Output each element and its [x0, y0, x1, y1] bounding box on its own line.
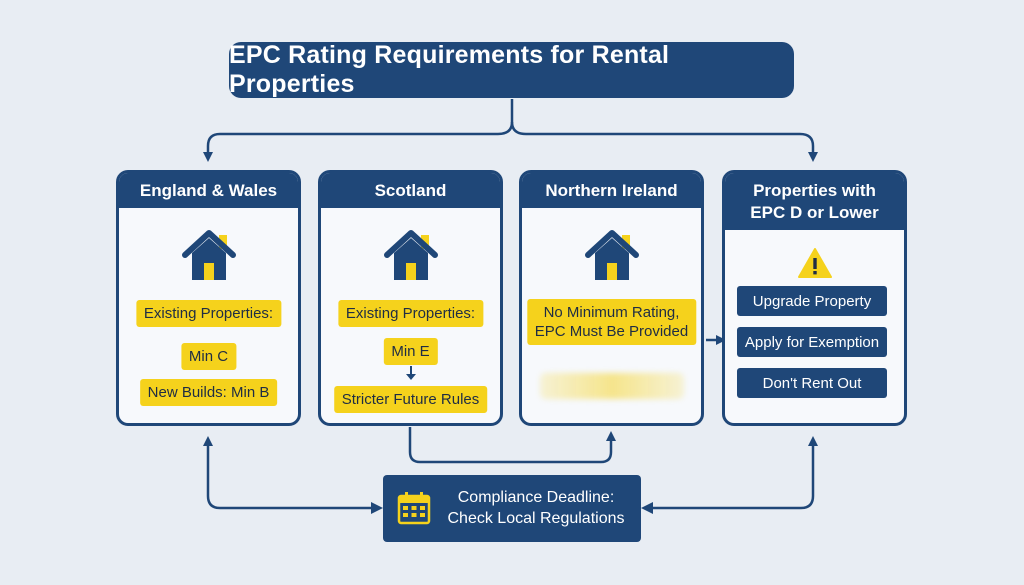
card-title-northern-ireland: Northern Ireland [522, 173, 701, 208]
label-no-minimum: No Minimum Rating, EPC Must Be Provided [526, 299, 697, 345]
title-to-england-arrow [203, 121, 514, 162]
page-title: EPC Rating Requirements for Rental Prope… [229, 41, 794, 98]
option-apply-exemption[interactable]: Apply for Exemption [737, 327, 887, 357]
label-no-minimum-line1: No Minimum Rating, [543, 304, 680, 321]
card-scotland: Scotland Existing Properties: Min E Stri… [318, 170, 503, 426]
compliance-deadline-box: Compliance Deadline: Check Local Regulat… [383, 475, 641, 542]
deadline-to-england-arrow [203, 436, 372, 510]
scotland-to-ni-arrow [408, 427, 616, 464]
blurred-placeholder [540, 373, 684, 399]
card-title-low-rating: Properties with EPC D or Lower [725, 173, 904, 230]
house-icon [181, 230, 236, 280]
deadline-text: Compliance Deadline: Check Local Regulat… [437, 487, 635, 529]
deadline-left-arrowhead [371, 502, 383, 514]
label-new-builds: New Builds: Min B [139, 379, 278, 406]
option-upgrade-property[interactable]: Upgrade Property [737, 286, 887, 316]
card-northern-ireland: Northern Ireland No Minimum Rating, EPC … [519, 170, 704, 426]
label-future-rules: Stricter Future Rules [333, 386, 488, 413]
deadline-to-lowrating-arrow [652, 436, 818, 510]
card-title-line2: EPC D or Lower [750, 202, 879, 222]
calendar-icon [397, 492, 431, 525]
card-title-england-wales: England & Wales [119, 173, 298, 208]
deadline-line1: Compliance Deadline: [457, 489, 615, 506]
label-existing-properties: Existing Properties: [135, 300, 282, 327]
card-title-line1: Properties with [753, 180, 876, 200]
deadline-line2: Check Local Regulations [447, 510, 625, 527]
label-min-rating: Min C [180, 343, 237, 370]
warning-icon [797, 248, 832, 278]
label-min-rating: Min E [383, 338, 438, 365]
option-dont-rent[interactable]: Don't Rent Out [737, 368, 887, 398]
house-icon [584, 230, 639, 280]
card-england-wales: England & Wales Existing Properties: Min… [116, 170, 301, 426]
arrow-down-icon [405, 366, 416, 380]
title-to-lowrating-arrow [510, 121, 818, 162]
card-title-scotland: Scotland [321, 173, 500, 208]
label-no-minimum-line2: EPC Must Be Provided [534, 323, 689, 340]
house-icon [383, 230, 438, 280]
deadline-right-arrowhead [641, 502, 653, 514]
label-existing-properties: Existing Properties: [337, 300, 484, 327]
card-low-rating: Properties with EPC D or Lower Upgrade P… [722, 170, 907, 426]
